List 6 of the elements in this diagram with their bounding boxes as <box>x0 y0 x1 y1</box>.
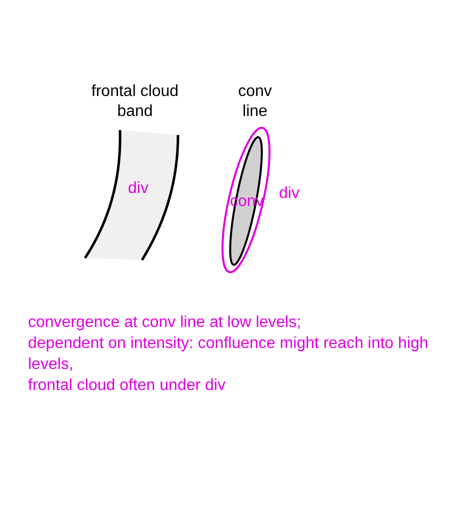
band-heading: frontal cloud band <box>90 82 180 122</box>
div-label: div <box>279 184 300 204</box>
line-heading: conv line <box>237 82 273 122</box>
div-label: div <box>128 179 148 199</box>
note-text: convergence at conv line at low levels; <box>28 313 302 333</box>
note-text: frontal cloud often under div <box>28 376 226 396</box>
